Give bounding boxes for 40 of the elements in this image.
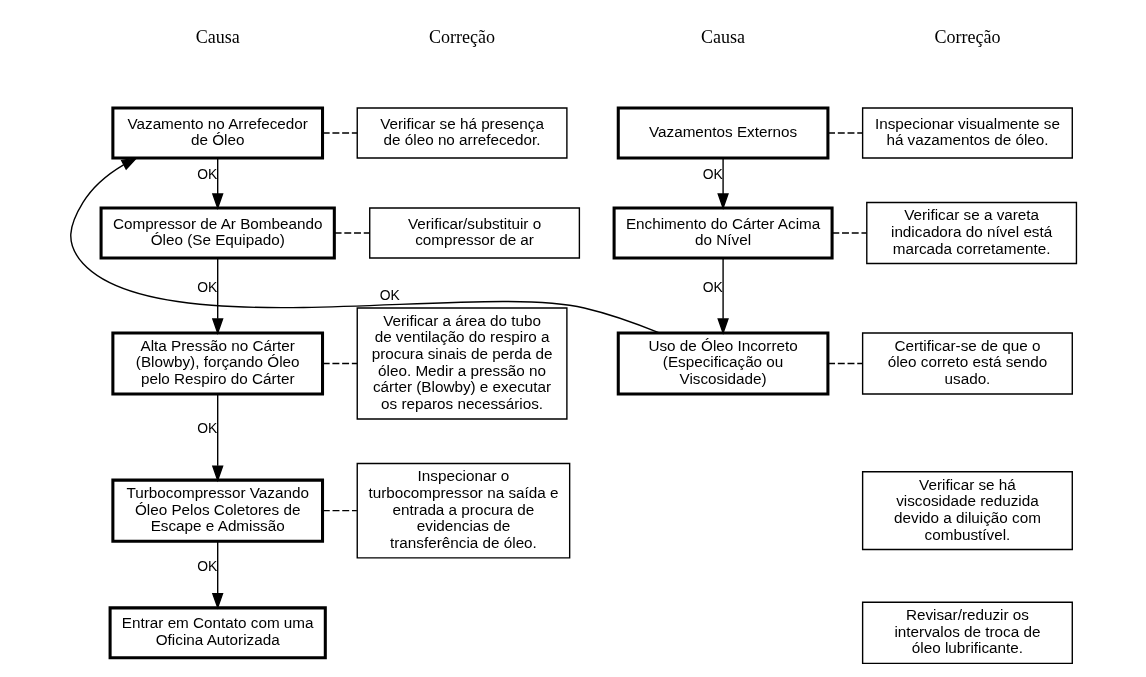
arrow [211,540,224,610]
connector [826,362,863,365]
node-box: Verificar se há viscosidade reduzida devido a diluição com combustível. [861,471,1073,551]
node-box: Verificar/substituir o compressor de ar [368,207,580,259]
edge-label: OK [196,165,217,182]
edge-label: OK [379,287,400,304]
node-box: Certificar-se de que o óleo correto está sendo usado. [861,332,1073,395]
connector [321,509,358,512]
label: Correção [428,27,495,48]
arrow [211,393,224,483]
arrow [716,257,729,335]
arrow [211,257,224,335]
connector [321,362,358,365]
node-box: Verificar se a vareta indicadora do nível está marcada corretamente. [865,201,1077,265]
node-box: Inspecionar visualmente se há vazamentos de óleo. [861,107,1073,159]
node-box: Verificar se há presença de óleo no arrefecedor. [356,107,568,159]
node-box: Verificar a área do tubo de ventilação do respiro a procura sinais de perda de óleo. Medir a pressão no cárter (Blowby) e executar os reparos necessários. [356,307,568,420]
label: Causa [195,27,240,48]
edge-label: OK [196,278,217,295]
connector [831,232,867,234]
node-box: Uso de Óleo Incorreto (Especificação ou Viscosidade) [616,331,829,396]
node-box: Vazamento no Arrefecedor de Óleo [110,106,324,160]
node-box: Alta Pressão no Cárter (Blowby), forçando Óleo pelo Respiro do Cárter [110,331,324,396]
edge-label: OK [196,557,217,574]
node-box: Inspecionar o turbocompressor na saída e entrada a procura de evidencias de transferência de óleo. [356,462,570,559]
arrow [211,157,224,210]
label: Correção [933,27,1000,48]
arrow [69,157,660,334]
label: Causa [700,27,745,48]
node-box: Compressor de Ar Bombeando Óleo (Se Equipado) [99,206,336,260]
connector [333,232,370,234]
node-box: Revisar/reduzir os intervalos de troca de óleo lubrificante. [861,601,1073,665]
edge-label: OK [196,419,217,436]
node-box: Vazamentos Externos [616,106,829,160]
connector [321,132,358,134]
arrow [716,157,729,210]
node-box: Enchimento do Cárter Acima do Nível [612,206,834,260]
connector [826,132,863,134]
node-box: Entrar em Contato com uma Oficina Autorizada [108,606,327,660]
node-box: Turbocompressor Vazando Óleo Pelos Coletores de Escape e Admissão [110,478,324,543]
